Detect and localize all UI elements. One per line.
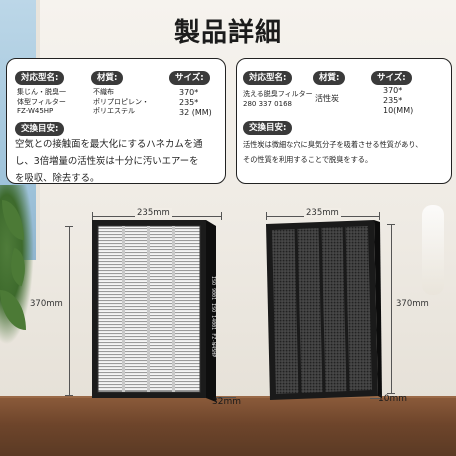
right-info-card: 対応型名: 洗える脱臭フィルター 280 337 0168 材質: 活性炭 サイ… bbox=[236, 58, 452, 184]
page-title: 製品詳細 bbox=[173, 18, 282, 48]
hepa-filter-image: ISO 9001 ISO 14001 FZ-W45HP bbox=[92, 220, 216, 402]
model-label: 対応型名: bbox=[15, 71, 65, 85]
size-value-line: 10(MM) bbox=[383, 106, 414, 115]
material-value-line: ポリプロピレン・ bbox=[93, 97, 149, 106]
size-value-line: 235* bbox=[179, 98, 199, 107]
left-width-label: 235mm bbox=[135, 208, 172, 218]
left-depth-line bbox=[216, 397, 236, 398]
right-width-label: 235mm bbox=[304, 208, 341, 218]
right-height-tick bbox=[387, 393, 395, 394]
left-info-card: 対応型名: 集じん・脱臭一 体型フィルター FZ-W45HP 材質: 不織布 ポ… bbox=[6, 58, 226, 184]
size-label: サイズ: bbox=[371, 71, 412, 85]
material-value: 活性炭 bbox=[315, 94, 339, 103]
left-height-tick bbox=[65, 395, 73, 396]
filter-side-text: ISO 9001 ISO 14001 FZ-W45HP bbox=[210, 276, 216, 357]
lamp bbox=[422, 205, 444, 295]
model-value-line: 洗える脱臭フィルター bbox=[243, 90, 313, 98]
replace-text-line: 空気との接触面を最大化にするハネカムを通 bbox=[15, 139, 203, 150]
model-value-line: 体型フィルター bbox=[17, 97, 66, 106]
size-value-line: 32 (MM) bbox=[179, 108, 212, 117]
right-height-tick bbox=[387, 224, 395, 225]
replace-label: 交換目安: bbox=[243, 121, 293, 135]
replace-label: 交換目安: bbox=[15, 122, 65, 136]
right-height-line bbox=[391, 224, 392, 394]
model-label: 対応型名: bbox=[243, 71, 293, 85]
right-depth-label: 10mm bbox=[378, 394, 407, 404]
right-width-tick bbox=[379, 212, 380, 220]
right-width-tick bbox=[266, 212, 267, 220]
material-label: 材質: bbox=[91, 71, 124, 85]
left-height-tick bbox=[65, 226, 73, 227]
model-value-line: 集じん・脱臭一 bbox=[17, 88, 66, 96]
size-value-line: 235* bbox=[383, 96, 403, 105]
model-value-line: 280 337 0168 bbox=[243, 100, 292, 108]
material-value-line: ポリエステル bbox=[93, 107, 135, 115]
size-label: サイズ: bbox=[169, 71, 210, 85]
replace-text-line: その性質を利用することで脱臭をする。 bbox=[243, 155, 373, 164]
model-value-line: FZ-W45HP bbox=[17, 107, 54, 115]
left-height-label: 370mm bbox=[30, 299, 63, 309]
right-depth-line bbox=[370, 398, 380, 399]
left-width-tick bbox=[221, 212, 222, 220]
left-width-tick bbox=[92, 212, 93, 220]
replace-text-line: を吸収、除去する。 bbox=[15, 173, 100, 184]
size-value-line: 370* bbox=[383, 86, 403, 95]
size-value-line: 370* bbox=[179, 88, 199, 97]
left-height-line bbox=[69, 226, 70, 396]
left-depth-label: 32mm bbox=[212, 397, 241, 407]
replace-text-line: 活性炭は微細な穴に臭気分子を吸着させる性質があり、 bbox=[243, 140, 423, 149]
table bbox=[0, 398, 456, 456]
material-value-line: 不織布 bbox=[93, 88, 114, 96]
right-height-label: 370mm bbox=[396, 299, 429, 309]
material-label: 材質: bbox=[313, 71, 346, 85]
replace-text-line: し、3倍増量の活性炭は十分に汚いエアーを bbox=[15, 156, 199, 167]
carbon-filter-image bbox=[266, 220, 382, 400]
